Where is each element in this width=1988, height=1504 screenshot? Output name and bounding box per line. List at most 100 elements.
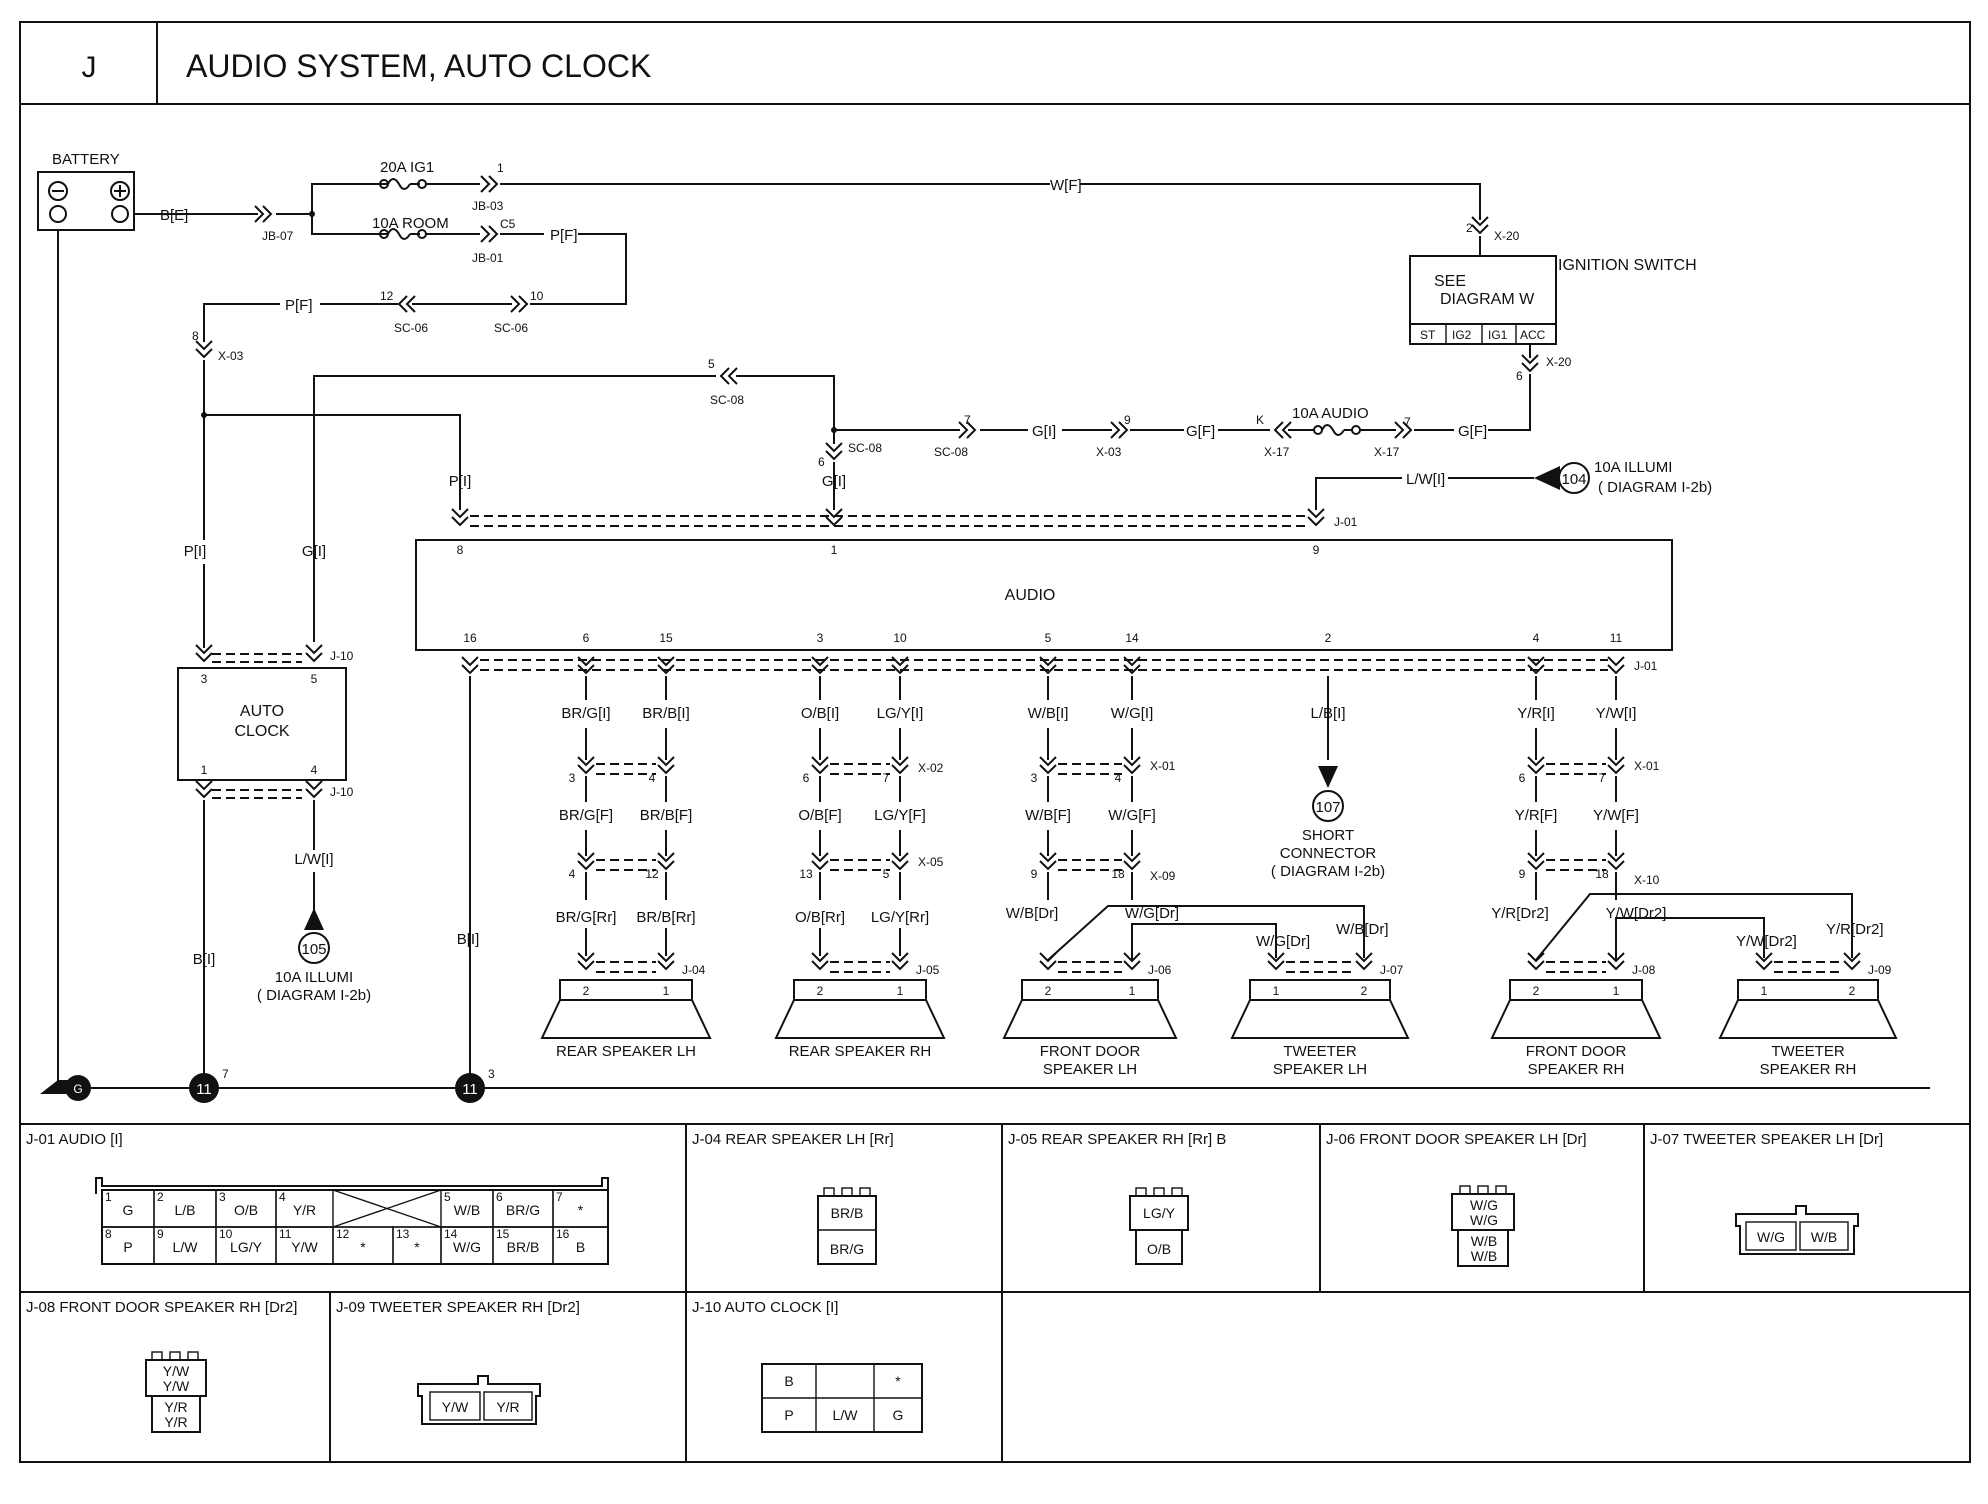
svg-text:J-01: J-01	[1634, 659, 1658, 673]
connector-view-j04: BR/B BR/G	[817, 1187, 877, 1265]
pin-number: 6	[496, 1190, 503, 1204]
pin-label: 9	[1031, 867, 1038, 881]
pin-label: 2	[1045, 984, 1052, 998]
pin-label: 3	[1031, 771, 1038, 785]
svg-text:IG2: IG2	[1452, 328, 1472, 342]
pin-number: 12	[336, 1227, 350, 1241]
connector-label: X-09	[1150, 869, 1176, 883]
svg-text:L/W[I]: L/W[I]	[1406, 471, 1445, 488]
svg-text:SC-08: SC-08	[934, 445, 968, 459]
pin-label: 5	[883, 867, 890, 881]
pin-label: 6	[1519, 771, 1526, 785]
audio-label: AUDIO	[1005, 587, 1056, 604]
pin-number: 7	[556, 1190, 563, 1204]
pin-color: L/B	[174, 1202, 195, 1218]
battery-negative-icon	[48, 181, 68, 201]
shield-line	[1774, 961, 1842, 973]
svg-text:*: *	[895, 1373, 901, 1389]
speaker-label: TWEETER	[1283, 1043, 1356, 1060]
svg-text:JB-07: JB-07	[262, 229, 294, 243]
speaker-label: REAR SPEAKER RH	[789, 1043, 932, 1060]
ground-point-11b: 11 3	[455, 1067, 495, 1103]
pin-color: B	[576, 1239, 585, 1255]
svg-text:Y/R: Y/R	[164, 1414, 187, 1430]
connector-view-j09: Y/W Y/R	[417, 1375, 541, 1425]
svg-text:SC-08: SC-08	[848, 441, 882, 455]
pin-label: 2	[817, 984, 824, 998]
wire-label: W/B[I]	[1028, 705, 1069, 722]
svg-text:X-20: X-20	[1494, 229, 1520, 243]
shield-line	[596, 961, 656, 973]
svg-text:2: 2	[1466, 221, 1473, 235]
pin-number: 1	[105, 1190, 112, 1204]
battery-label: BATTERY	[52, 151, 120, 168]
shield-line	[1546, 961, 1606, 973]
speaker-label: SPEAKER LH	[1273, 1061, 1367, 1078]
shield-line	[1058, 763, 1122, 775]
pin-color: P	[123, 1239, 132, 1255]
svg-text:X-03: X-03	[218, 349, 244, 363]
svg-text:Y/R: Y/R	[496, 1399, 519, 1415]
wire-label: LG/Y[I]	[877, 705, 924, 722]
pin-label: 1	[1273, 984, 1280, 998]
pin-number: 15	[496, 1227, 510, 1241]
svg-text:Y/W[Dr2]: Y/W[Dr2]	[1736, 933, 1797, 950]
pin-label: 2	[583, 984, 590, 998]
speaker-connector	[793, 979, 927, 1001]
connector-label: J-09	[1868, 963, 1892, 977]
pin-label: 4	[649, 771, 656, 785]
svg-text:G[I]: G[I]	[302, 543, 326, 560]
connector-label: J-04	[682, 963, 706, 977]
connector-label: X-02	[918, 761, 944, 775]
view-j08-title: J-08 FRONT DOOR SPEAKER RH [Dr2]	[26, 1299, 297, 1316]
speaker-connector	[1021, 979, 1159, 1001]
svg-text:9: 9	[1124, 413, 1131, 427]
speaker-label: FRONT DOOR	[1526, 1043, 1627, 1060]
wire-label: BR/G[Rr]	[556, 909, 617, 926]
pin-label: 1	[1613, 984, 1620, 998]
battery: BATTERY	[37, 151, 135, 231]
speaker-connector	[1737, 979, 1879, 1001]
svg-text:BR/G: BR/G	[830, 1241, 864, 1257]
pin-color: W/G	[453, 1239, 481, 1255]
connector-label: X-01	[1634, 759, 1660, 773]
ground-point-11a: 11 7	[189, 1067, 229, 1103]
svg-text:11: 11	[196, 1081, 212, 1098]
pin-label: 1	[1761, 984, 1768, 998]
section-letter: J	[82, 51, 97, 84]
shield-line	[1546, 763, 1606, 775]
svg-text:3: 3	[488, 1067, 495, 1081]
svg-text:K: K	[1256, 413, 1264, 427]
view-j07-title: J-07 TWEETER SPEAKER LH [Dr]	[1650, 1131, 1883, 1148]
speaker-cone-icon	[1002, 999, 1178, 1039]
pin-number: 2	[157, 1190, 164, 1204]
pin-label: 1	[663, 984, 670, 998]
speaker-label: FRONT DOOR	[1040, 1043, 1141, 1060]
pin-number: 14	[444, 1227, 458, 1241]
svg-text:B[E]: B[E]	[160, 207, 188, 224]
svg-text:2: 2	[1325, 631, 1332, 645]
pin-color: *	[360, 1239, 366, 1255]
speaker-connector	[559, 979, 693, 1001]
svg-text:( DIAGRAM I-2b): ( DIAGRAM I-2b)	[1598, 479, 1712, 496]
svg-text:B: B	[784, 1373, 793, 1389]
connector-label: J-05	[916, 963, 940, 977]
svg-text:AUTO: AUTO	[240, 703, 284, 720]
svg-text:1: 1	[497, 161, 504, 175]
svg-text:SC-06: SC-06	[394, 321, 428, 335]
svg-text:6: 6	[583, 631, 590, 645]
svg-text:14: 14	[1125, 631, 1139, 645]
svg-text:IG1: IG1	[1488, 328, 1508, 342]
pin-color: O/B	[234, 1202, 258, 1218]
pin-number: 11	[279, 1227, 292, 1241]
fuse-audio-icon	[1321, 424, 1352, 436]
svg-text:B[I]: B[I]	[457, 931, 480, 948]
svg-text:P[I]: P[I]	[449, 473, 472, 490]
wire-label: W/G[F]	[1108, 807, 1156, 824]
pin-color: Y/W	[291, 1239, 318, 1255]
view-j01-title: J-01 AUDIO [I]	[26, 1131, 123, 1148]
connector-view-j08: Y/W Y/W Y/R Y/R	[145, 1351, 207, 1433]
wire-label: W/B[Dr]	[1006, 905, 1059, 922]
connector-label: X-10	[1634, 873, 1660, 887]
audio-unit: AUDIO 8 1 9 16 6 15 3 10 5 14 2 4 11	[415, 539, 1673, 651]
